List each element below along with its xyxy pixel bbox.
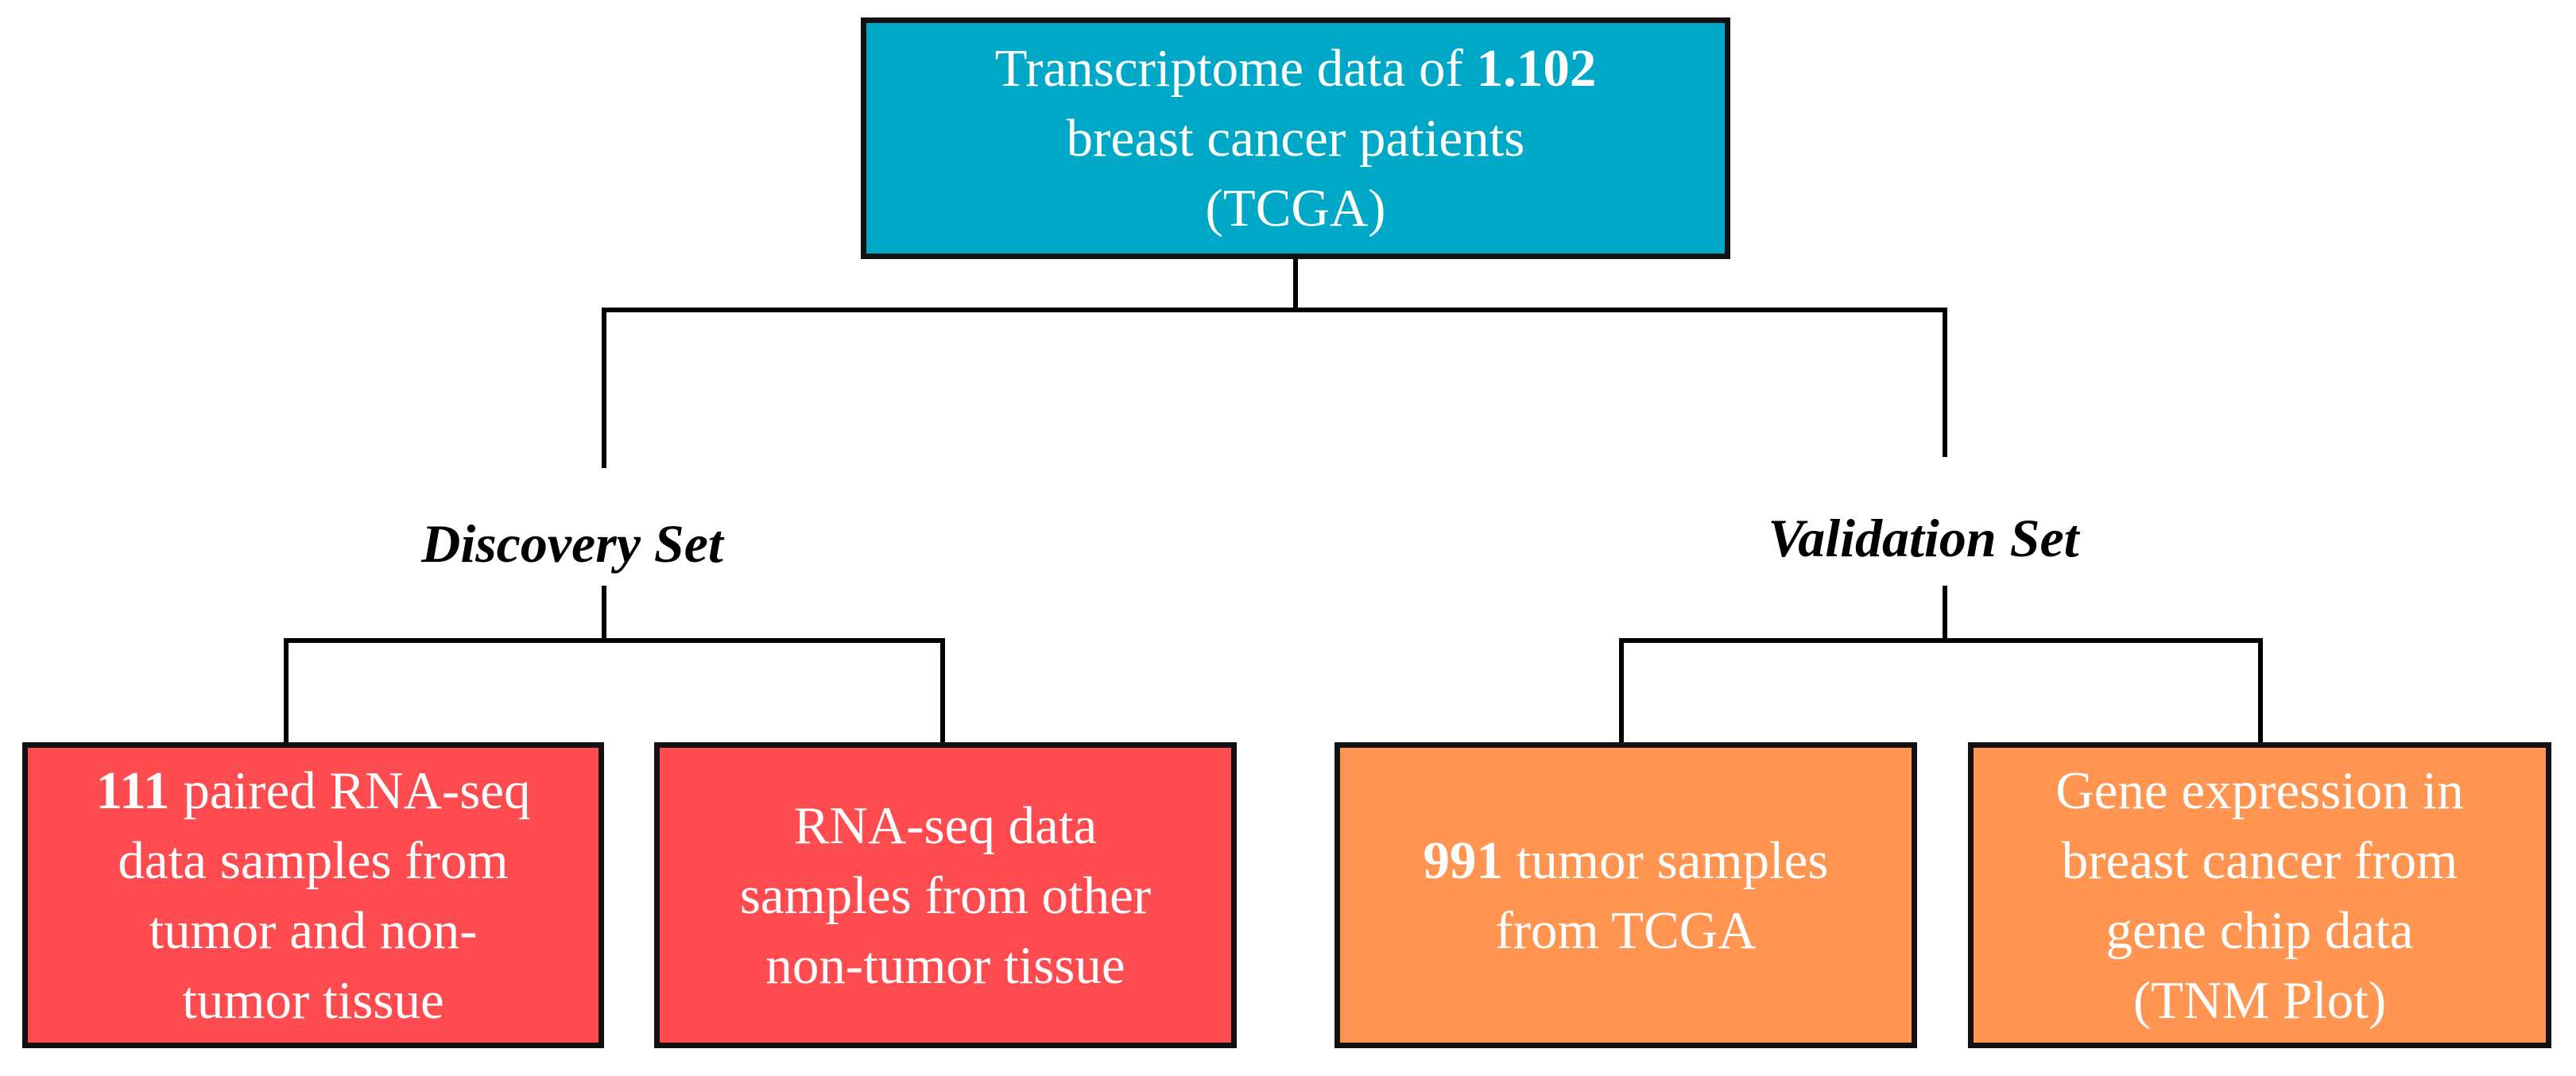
validation-box2-line-3: gene chip data	[2105, 900, 2414, 960]
root-line-2: breast cancer patients	[1066, 109, 1525, 168]
validation-box2-line-2: breast cancer from	[2061, 830, 2458, 890]
discovery-box-other-tissue: RNA-seq data samples from other non-tumo…	[654, 742, 1237, 1048]
discovery-box1-line-4: tumor tissue	[182, 970, 444, 1030]
discovery-box-paired-samples: 111 paired RNA-seq data samples from tum…	[22, 742, 604, 1048]
validation-box1-line-1-text: tumor samples	[1503, 830, 1829, 890]
paired-sample-count: 111	[95, 761, 170, 820]
discovery-box1-line-2: data samples from	[118, 830, 509, 890]
root-patient-count: 1.102	[1476, 39, 1597, 98]
validation-set-label: Validation Set	[1768, 508, 2079, 568]
discovery-box2-line-2: samples from other	[739, 865, 1152, 925]
validation-box2-line-1: Gene expression in	[2055, 761, 2464, 820]
root-line-3: (TCGA)	[1205, 179, 1386, 238]
validation-box-gene-chip: Gene expression in breast cancer from ge…	[1968, 742, 2551, 1048]
root-line-1: Transcriptome data of 1.102	[995, 33, 1597, 103]
discovery-box1-line-1-text: paired RNA-seq	[169, 761, 531, 820]
discovery-box2-line-3: non-tumor tissue	[765, 935, 1125, 995]
validation-box1-line-1: 991 tumor samples	[1424, 826, 1829, 896]
tumor-sample-count: 991	[1423, 830, 1504, 890]
discovery-set-label: Discovery Set	[421, 513, 723, 574]
validation-box-tumor-samples: 991 tumor samples from TCGA	[1334, 742, 1917, 1048]
discovery-box1-line-3: tumor and non-	[149, 900, 478, 960]
validation-box2-line-4: (TNM Plot)	[2132, 970, 2387, 1030]
discovery-box1-line-1: 111 paired RNA-seq	[95, 756, 530, 826]
root-line-1-text: Transcriptome data of	[994, 39, 1477, 98]
discovery-box2-line-1: RNA-seq data	[793, 795, 1098, 855]
validation-box1-line-2: from TCGA	[1495, 900, 1757, 960]
root-box-tcga-data: Transcriptome data of 1.102 breast cance…	[861, 17, 1730, 259]
